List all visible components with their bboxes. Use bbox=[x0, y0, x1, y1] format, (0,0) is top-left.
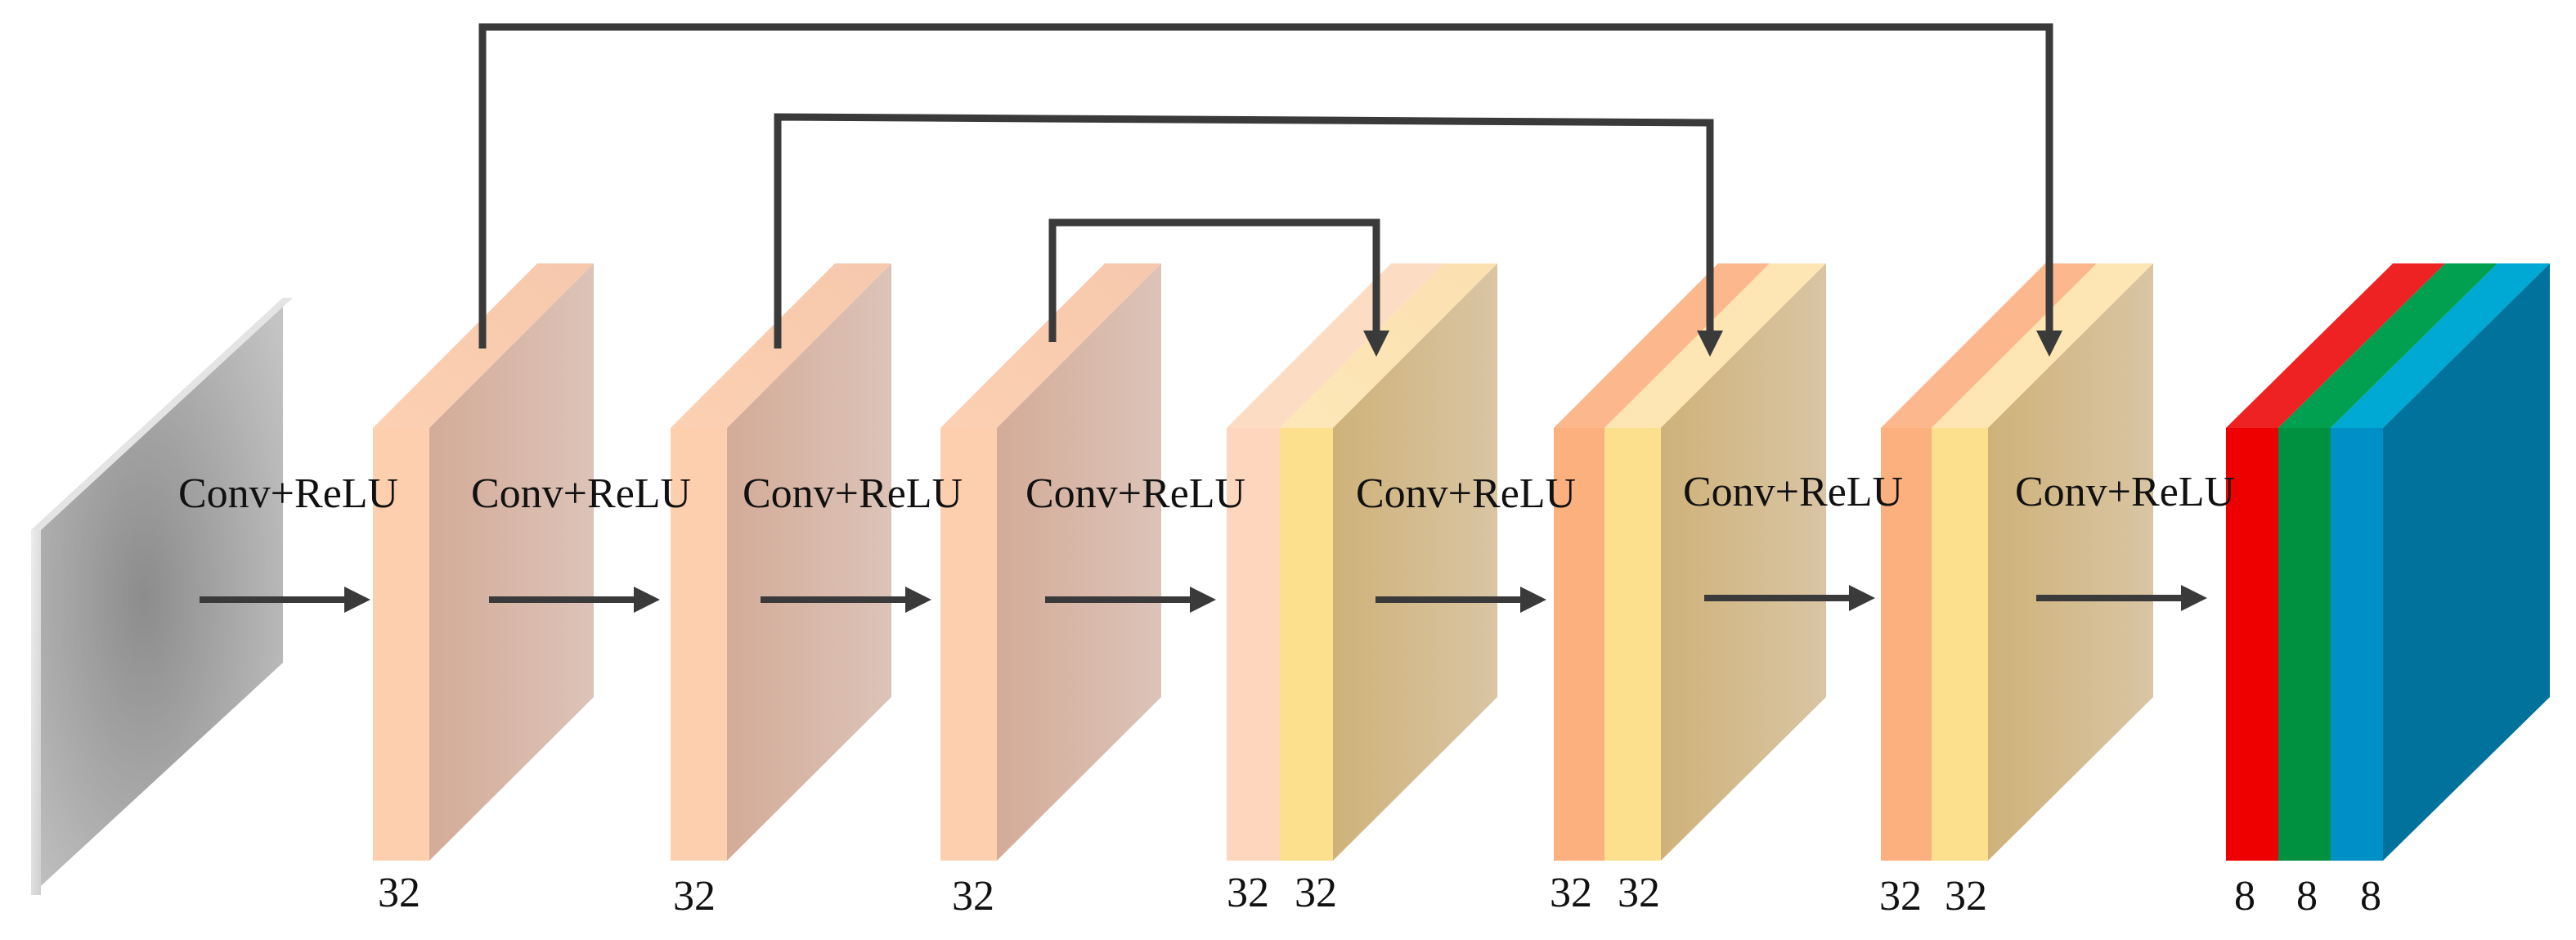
channel-label-block4-a: 32 bbox=[1227, 870, 1269, 916]
feature-block-3 bbox=[940, 263, 1161, 861]
channel-label-block2: 32 bbox=[673, 873, 716, 920]
op-label-4: Conv+ReLU bbox=[1025, 470, 1245, 517]
channel-label-output-red: 8 bbox=[2234, 873, 2255, 920]
op-label-3: Conv+ReLU bbox=[743, 470, 963, 517]
flow-arrow-6 bbox=[1704, 585, 1875, 611]
output-channel-green bbox=[2278, 428, 2331, 861]
concat-block-4 bbox=[1227, 263, 1497, 861]
concat-block-5 bbox=[1554, 263, 1826, 861]
op-label-5: Conv+ReLU bbox=[1356, 470, 1576, 517]
channel-label-output-blue: 8 bbox=[2360, 873, 2381, 920]
flow-arrow-7 bbox=[2036, 585, 2207, 611]
flow-arrow-1 bbox=[200, 587, 370, 613]
feature-block-2 bbox=[671, 263, 891, 861]
channel-label-block1: 32 bbox=[378, 870, 420, 916]
skip-connection-middle bbox=[774, 113, 1714, 349]
op-label-1: Conv+ReLU bbox=[178, 470, 398, 517]
skip-connection-outer bbox=[478, 23, 2053, 349]
input-image-block bbox=[31, 298, 293, 895]
channel-labels: 32 32 32 32 32 32 32 32 32 8 8 8 bbox=[378, 870, 2381, 920]
op-label-7: Conv+ReLU bbox=[2015, 469, 2235, 515]
channel-label-block4-b: 32 bbox=[1295, 870, 1337, 916]
skip-connection-inner bbox=[1048, 218, 1380, 342]
output-channel-blue bbox=[2331, 428, 2383, 861]
op-label-2: Conv+ReLU bbox=[471, 470, 691, 517]
op-label-6: Conv+ReLU bbox=[1683, 469, 1903, 515]
output-block bbox=[2226, 263, 2550, 861]
operation-labels: Conv+ReLU Conv+ReLU Conv+ReLU Conv+ReLU … bbox=[178, 469, 2235, 517]
channel-label-block5-a: 32 bbox=[1550, 870, 1592, 916]
output-channel-red bbox=[2226, 428, 2278, 861]
channel-label-output-green: 8 bbox=[2296, 873, 2318, 920]
skip-arrowhead-outer bbox=[2036, 331, 2062, 357]
channel-label-block3: 32 bbox=[952, 873, 994, 920]
skip-arrowhead-middle bbox=[1697, 331, 1723, 357]
channel-label-block5-b: 32 bbox=[1618, 870, 1660, 916]
skip-arrowhead-inner bbox=[1363, 331, 1389, 357]
channel-label-block6-b: 32 bbox=[1945, 873, 1987, 920]
flow-arrows bbox=[200, 585, 2207, 613]
skip-connections bbox=[478, 23, 2062, 357]
feature-block-1 bbox=[373, 263, 594, 861]
channel-label-block6-a: 32 bbox=[1879, 873, 1922, 920]
flow-arrow-4 bbox=[1045, 587, 1216, 613]
flow-arrow-3 bbox=[761, 587, 931, 613]
flow-arrow-5 bbox=[1376, 587, 1546, 613]
concat-block-6 bbox=[1881, 263, 2153, 861]
flow-arrow-2 bbox=[489, 587, 660, 613]
